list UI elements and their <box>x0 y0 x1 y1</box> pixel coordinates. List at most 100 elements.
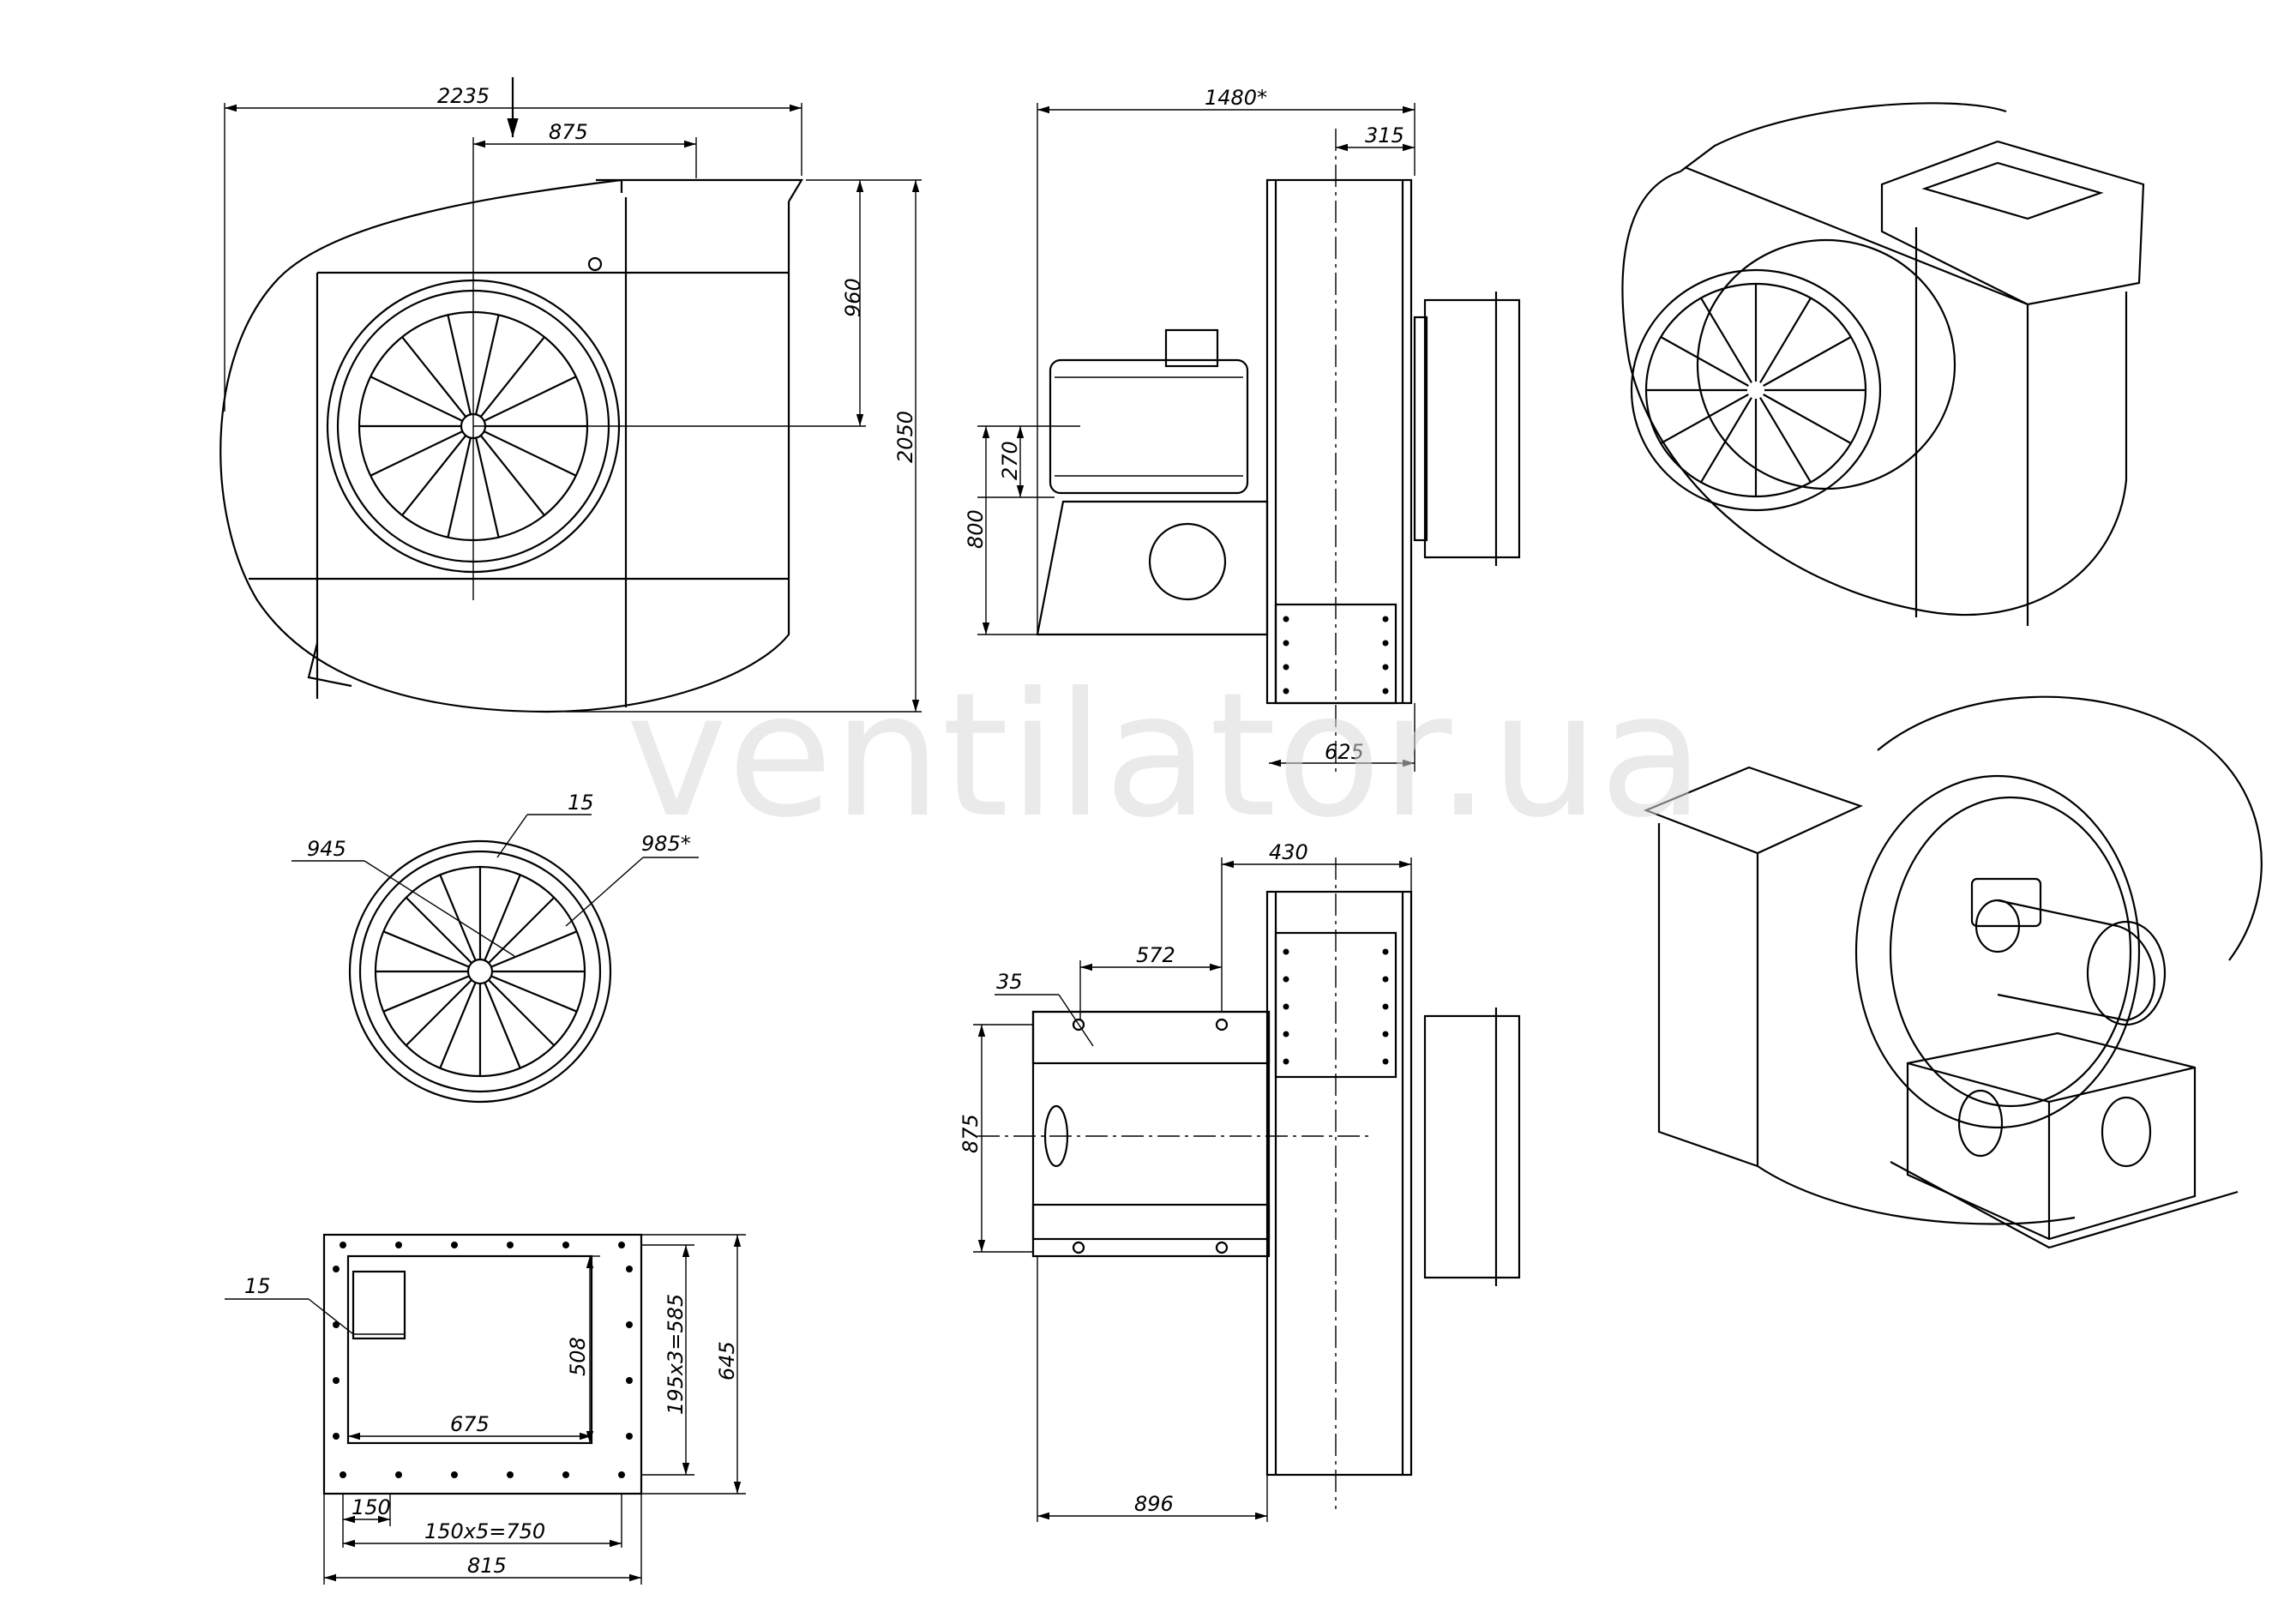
bolt-hole <box>1382 688 1389 695</box>
dim-645: 645 <box>715 1341 739 1380</box>
dim-815: 815 <box>467 1554 507 1578</box>
dim-15-blade: 15 <box>568 791 594 815</box>
dim-315: 315 <box>1365 123 1404 147</box>
impeller-blade <box>370 430 463 477</box>
bolt-hole <box>395 1242 402 1248</box>
impeller-blade <box>1759 397 1812 483</box>
dim-2235: 2235 <box>437 84 490 108</box>
dim-875: 875 <box>549 120 588 144</box>
impeller-blade <box>1700 298 1752 383</box>
mounting-hole <box>1215 1018 1229 1032</box>
bolt-hole <box>1283 976 1289 983</box>
bolt-hole <box>1382 1003 1389 1010</box>
impeller-blade <box>488 979 556 1047</box>
bolt-hole <box>618 1471 625 1478</box>
bolt-hole <box>618 1242 625 1248</box>
dim-508: 508 <box>566 1337 590 1376</box>
side-view: 1480* 315 270 800 625 <box>964 86 1521 772</box>
dim-572: 572 <box>1136 943 1175 967</box>
bolt-hole <box>1382 976 1389 983</box>
bolt-hole <box>1382 948 1389 955</box>
bolt-hole <box>451 1242 458 1248</box>
bolt-hole <box>1283 1031 1289 1038</box>
bolt-hole <box>1283 688 1289 695</box>
bolt-hole <box>1382 1031 1389 1038</box>
mounting-hole <box>1072 1018 1085 1032</box>
bolt-hole <box>626 1377 633 1384</box>
impeller-blade <box>401 435 467 516</box>
impeller-blade <box>405 896 472 964</box>
impeller-blade <box>439 982 477 1069</box>
dim-1480: 1480* <box>1205 86 1267 110</box>
impeller-blade <box>1700 397 1752 483</box>
bolt-hole <box>1283 1003 1289 1010</box>
bolt-hole <box>626 1321 633 1328</box>
bolt-hole <box>333 1266 340 1272</box>
dim-150: 150 <box>352 1495 391 1519</box>
impeller-blade <box>1763 336 1852 387</box>
bolt-hole <box>395 1471 402 1478</box>
impeller-blade <box>370 376 463 422</box>
dim-750: 150x5=750 <box>424 1519 545 1543</box>
bolt-hole <box>1382 664 1389 671</box>
dim-800: 800 <box>964 509 988 549</box>
impeller-blade <box>401 336 467 418</box>
impeller-blade <box>479 435 545 516</box>
impeller-blade <box>447 437 472 538</box>
bolt-hole <box>626 1266 633 1272</box>
dim-896: 896 <box>1134 1492 1174 1516</box>
bolt-hole <box>333 1433 340 1440</box>
top-view: 430 572 35 875 896 <box>959 840 1521 1522</box>
impeller-blade <box>405 979 472 1047</box>
impeller-blade <box>1660 336 1749 387</box>
dim-985: 985* <box>641 832 691 856</box>
impeller-blade <box>439 874 477 961</box>
bolt-hole <box>1283 664 1289 671</box>
impeller-blade <box>484 982 521 1069</box>
bolt-hole <box>562 1471 569 1478</box>
mounting-hole <box>1215 1241 1229 1254</box>
bolt-hole <box>1283 616 1289 623</box>
impeller-blade <box>490 930 578 968</box>
bolt-hole <box>1382 1058 1389 1065</box>
dim-945: 945 <box>307 837 346 861</box>
dim-875-top: 875 <box>959 1114 983 1153</box>
dim-35: 35 <box>996 970 1023 994</box>
dim-15-plate: 15 <box>244 1274 271 1298</box>
isometric-view-rear <box>1644 695 2263 1249</box>
impeller-view: 945 15 985* <box>292 791 699 1104</box>
bolt-hole <box>1382 616 1389 623</box>
impeller-blade <box>488 896 556 964</box>
mounting-hole <box>1072 1241 1085 1254</box>
dim-675: 675 <box>450 1412 490 1436</box>
dim-625: 625 <box>1325 740 1364 764</box>
dim-585: 195x3=585 <box>664 1294 688 1415</box>
watermark: ventilator.ua <box>626 656 1704 856</box>
bolt-hole <box>507 1242 514 1248</box>
inlet-flange-view: 15 508 195x3=585 645 675 150 150x5=750 8… <box>225 1233 746 1585</box>
bolt-hole <box>626 1433 633 1440</box>
bolt-hole <box>1382 640 1389 647</box>
bolt-hole <box>340 1242 346 1248</box>
impeller-blade <box>1660 394 1749 444</box>
bolt-hole <box>451 1471 458 1478</box>
impeller-blade <box>490 975 578 1013</box>
impeller-blade <box>475 437 500 538</box>
bolt-hole <box>333 1321 340 1328</box>
impeller-blade <box>382 930 470 968</box>
impeller-blade <box>447 315 472 415</box>
bolt-hole <box>340 1471 346 1478</box>
bolt-hole <box>333 1377 340 1384</box>
impeller-blade <box>1759 298 1812 383</box>
impeller-blade <box>1763 394 1852 444</box>
bolt-hole <box>1283 948 1289 955</box>
bolt-hole <box>1283 640 1289 647</box>
impeller-blade <box>484 376 577 422</box>
front-view: 2235 875 960 2050 <box>219 77 922 713</box>
impeller-blade <box>484 430 577 477</box>
bolt-hole <box>562 1242 569 1248</box>
isometric-view-front <box>1621 102 2145 626</box>
bolt-hole <box>1283 1058 1289 1065</box>
impeller-blade <box>382 975 470 1013</box>
